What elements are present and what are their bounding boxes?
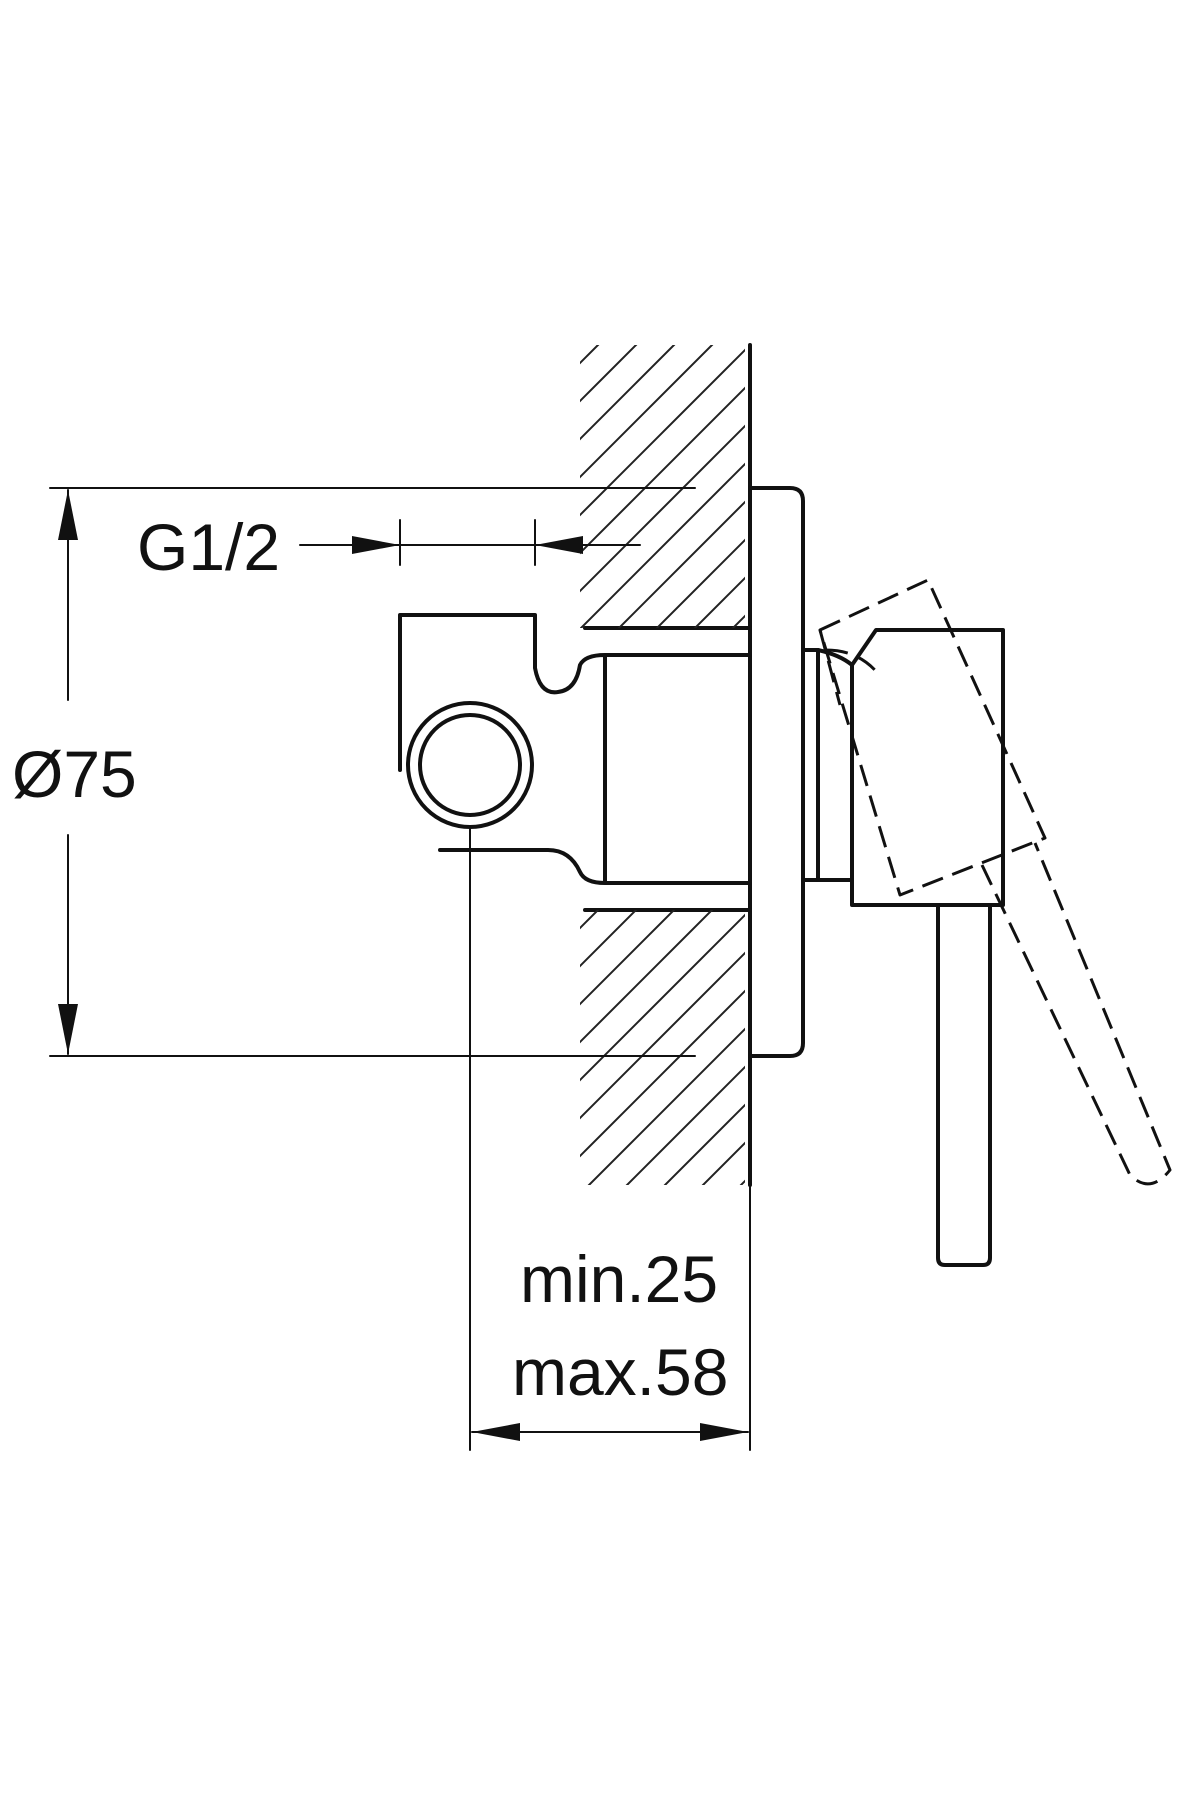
hatch-line <box>580 345 600 365</box>
hatch-line <box>617 500 745 628</box>
hatch-line <box>731 614 745 628</box>
min-depth-label: min.25 <box>520 1242 718 1316</box>
handle-collar <box>801 648 820 882</box>
hatch-line <box>580 462 745 628</box>
diameter-dimension: Ø75 <box>12 487 696 1057</box>
max-depth-label: max.58 <box>512 1335 728 1409</box>
hatch-line <box>580 913 745 1082</box>
hatch-line <box>580 910 600 930</box>
hatch-line <box>655 538 745 628</box>
handle-block <box>850 628 1005 907</box>
hatch-line <box>580 424 745 593</box>
wall-hatch-top <box>560 145 760 628</box>
thread-dimension: G1/2 <box>137 510 641 584</box>
wall-section <box>560 145 760 1187</box>
cover-plate <box>748 486 805 1058</box>
diameter-label: Ø75 <box>12 737 137 811</box>
hatch-line <box>580 910 714 1044</box>
hatch-line <box>580 345 714 479</box>
hatch-line <box>580 951 745 1120</box>
hatch-line <box>701 1141 745 1185</box>
handle-lever <box>936 903 992 1267</box>
hatch-line <box>560 145 760 345</box>
diameter-arrow-bottom <box>58 1004 78 1054</box>
depth-arrow-right <box>700 1423 748 1441</box>
inlet-outer-ring <box>406 701 534 829</box>
hatch-line <box>625 1065 745 1185</box>
thread-arrow-right <box>535 536 583 554</box>
inlet-inner-ring <box>418 713 522 817</box>
handle-dashed-rotated <box>818 578 1172 1186</box>
hatch-line <box>580 386 745 555</box>
hatch-line <box>580 910 676 1006</box>
hatch-line <box>663 1103 745 1185</box>
handle-collar-rotated <box>818 629 882 706</box>
handle-block-rotated <box>818 578 1047 897</box>
depth-dimension: min.25 max.58 <box>469 826 751 1451</box>
wall-hatch-bottom <box>580 910 745 1185</box>
hatch-line <box>580 345 638 403</box>
hatch-line <box>587 1027 745 1185</box>
hatch-line <box>580 348 745 517</box>
valve-body-outline <box>398 613 752 885</box>
thread-size-label: G1/2 <box>137 510 280 584</box>
hatch-line <box>580 910 638 968</box>
valve-body <box>398 613 752 885</box>
hatch-line <box>580 989 745 1158</box>
thread-arrow-left <box>352 536 400 554</box>
hatch-line <box>693 576 745 628</box>
depth-arrow-left <box>472 1423 520 1441</box>
diameter-arrow-top <box>58 490 78 540</box>
hatch-line <box>580 345 676 441</box>
handle-lever-rotated <box>980 842 1172 1186</box>
handle-solid <box>801 628 1005 1267</box>
